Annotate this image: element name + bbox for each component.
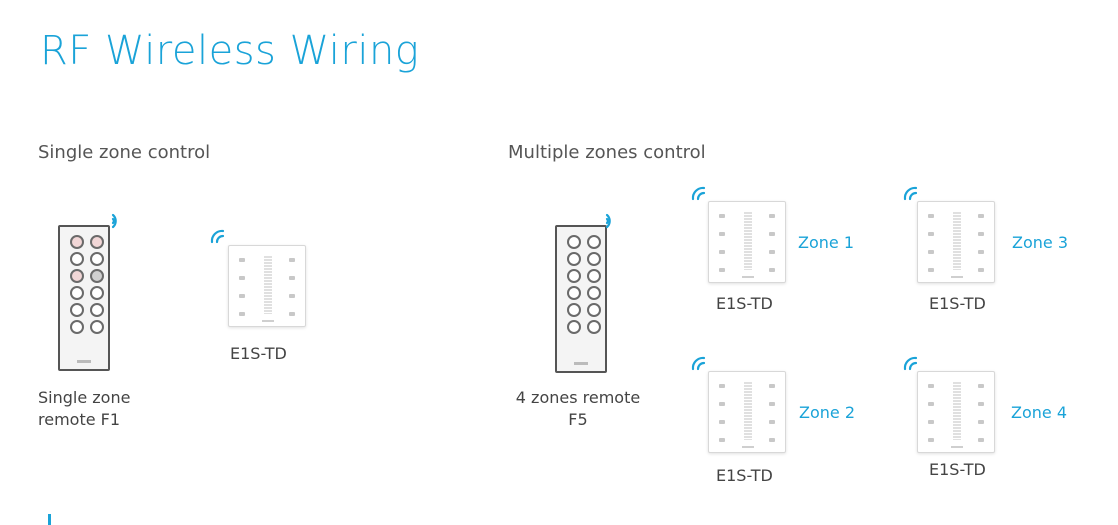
page-title: RF Wireless Wiring <box>40 28 420 74</box>
multi-remote-caption: 4 zones remote F5 <box>506 387 650 431</box>
wall-panel-icon <box>228 245 306 327</box>
wifi-signal-icon <box>691 356 706 371</box>
single-remote-caption-line1: Single zone <box>38 388 131 407</box>
single-remote-caption-line2: remote F1 <box>38 410 121 429</box>
zone-2-panel-label: E1S-TD <box>716 466 773 485</box>
single-panel-label: E1S-TD <box>230 344 287 363</box>
zone-3-panel-label: E1S-TD <box>929 294 986 313</box>
zone-1-panel-label: E1S-TD <box>716 294 773 313</box>
multi-remote-caption-line1: 4 zones remote <box>515 388 641 407</box>
zone-4-panel-label: E1S-TD <box>929 460 986 479</box>
wifi-signal-icon <box>903 186 918 201</box>
bottom-accent-bar <box>48 514 51 525</box>
multi-remote-caption-line2: F5 <box>568 410 588 429</box>
wall-panel-icon <box>708 371 786 453</box>
zone-2-label: Zone 2 <box>799 403 855 422</box>
single-zone-heading: Single zone control <box>38 142 211 163</box>
multiple-zones-heading: Multiple zones control <box>508 142 706 163</box>
zone-3-label: Zone 3 <box>1012 233 1068 252</box>
wifi-signal-icon <box>111 213 117 229</box>
zone-4-label: Zone 4 <box>1011 403 1067 422</box>
wifi-signal-icon <box>691 186 706 201</box>
wifi-signal-icon <box>903 356 918 371</box>
four-zones-remote <box>555 225 607 373</box>
wall-panel-icon <box>917 201 995 283</box>
single-remote-caption: Single zone remote F1 <box>38 387 130 431</box>
wall-panel-icon <box>917 371 995 453</box>
wifi-signal-icon <box>605 213 611 229</box>
single-zone-remote <box>58 225 110 371</box>
wall-panel-icon <box>708 201 786 283</box>
wifi-signal-icon <box>210 229 225 244</box>
zone-1-label: Zone 1 <box>798 233 854 252</box>
